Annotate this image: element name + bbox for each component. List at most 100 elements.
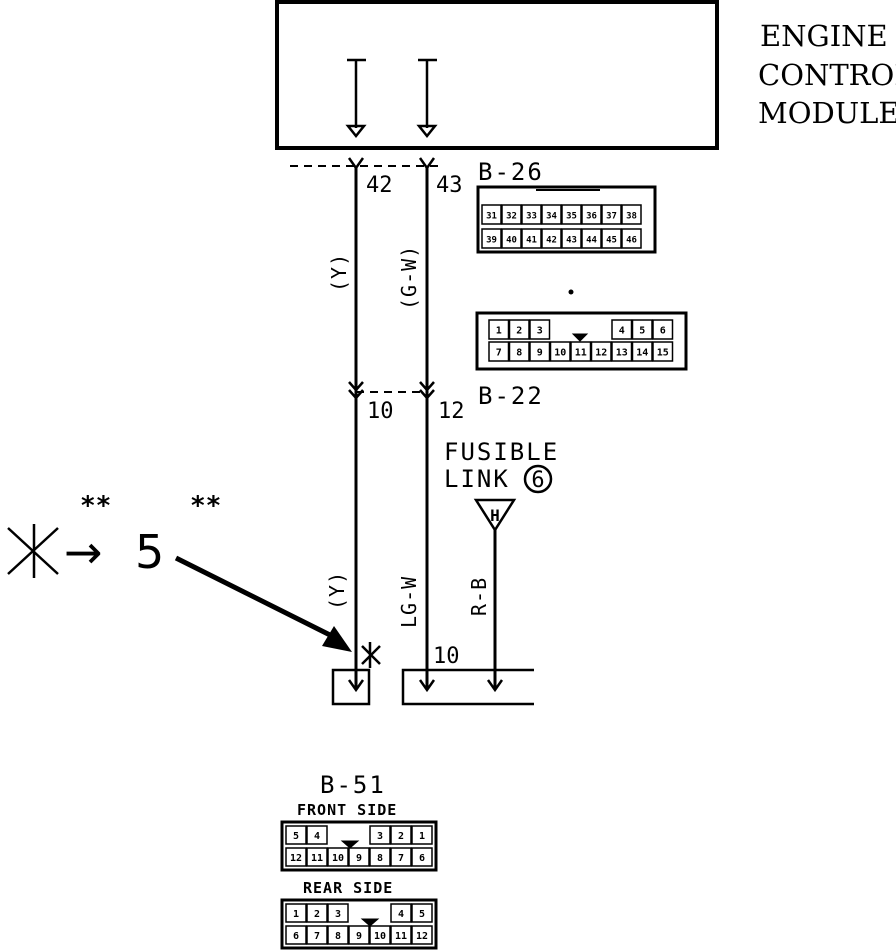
b26-pin-39: 39 bbox=[486, 236, 497, 246]
b26-cell-33 bbox=[521, 204, 542, 225]
b22-pin-5: 5 bbox=[639, 326, 645, 337]
b51-front-pin-10: 10 bbox=[332, 853, 344, 864]
wire-label-lower-right: LG-W bbox=[397, 576, 421, 628]
b22-cell-4 bbox=[611, 319, 633, 340]
b51-front-pin-6: 6 bbox=[419, 853, 425, 864]
b22-cell-6 bbox=[652, 319, 674, 340]
b26-cell-44 bbox=[581, 228, 602, 249]
b51-rear-cell-5 bbox=[411, 903, 433, 923]
fusible-link-line-1: FUSIBLE bbox=[444, 438, 559, 466]
b51-front-cell-12 bbox=[285, 847, 307, 867]
b51-rear-pin-12: 12 bbox=[416, 931, 428, 942]
b51-front-cell-1 bbox=[411, 825, 433, 845]
ecm-title-line-1: ENGINE bbox=[760, 19, 888, 53]
b22-cell-2 bbox=[508, 319, 530, 340]
b26-cell-39 bbox=[481, 228, 502, 249]
b51-rear-cell-12 bbox=[411, 925, 433, 945]
b51-label: B-51 bbox=[320, 771, 386, 799]
b22-pin-14: 14 bbox=[636, 348, 648, 359]
b51-rear-cell-3 bbox=[327, 903, 349, 923]
b51-front-pin-1: 1 bbox=[419, 831, 425, 842]
b51-front-cell-4 bbox=[306, 825, 328, 845]
b51-front-cell-11 bbox=[306, 847, 328, 867]
b51-rear-cell-8 bbox=[327, 925, 349, 945]
b22-cell-13 bbox=[611, 341, 633, 362]
b22-pin-10-chevron-top bbox=[348, 381, 364, 392]
ecm-title: ENGINE CONTROL MODULE bbox=[758, 19, 896, 130]
b51-rear-cell-9 bbox=[348, 925, 370, 945]
b22-pin-4: 4 bbox=[619, 326, 625, 337]
b51-rear-pin-2: 2 bbox=[314, 909, 320, 920]
b22-cell-14 bbox=[631, 341, 653, 362]
stray-dot bbox=[568, 289, 574, 295]
wire-label-fuse: R-B bbox=[467, 577, 491, 616]
junction-pin-r-b-arrow bbox=[486, 679, 504, 693]
b26-pin-42: 42 bbox=[546, 236, 557, 246]
b22-cell-11 bbox=[570, 341, 592, 362]
ecm-pin-43-label: 43 bbox=[436, 173, 463, 198]
b51-front-pin-5: 5 bbox=[293, 831, 299, 842]
svg-text:H: H bbox=[490, 506, 500, 525]
note-pointer-arrow bbox=[174, 555, 342, 643]
b51-front-cell-2 bbox=[390, 825, 412, 845]
b26-pin-40: 40 bbox=[506, 236, 517, 246]
note-stars-right: ** bbox=[190, 491, 221, 521]
change-marker-icon bbox=[361, 642, 381, 668]
b22-pin-3: 3 bbox=[537, 326, 543, 337]
bottom-pin-10-label: 10 bbox=[433, 644, 460, 669]
b51-front-pin-9: 9 bbox=[356, 853, 362, 864]
b26-cell-42 bbox=[541, 228, 562, 249]
b26-pin-31: 31 bbox=[486, 212, 497, 222]
b51-rear-cell-2 bbox=[306, 903, 328, 923]
b26-cell-36 bbox=[581, 204, 602, 225]
b22-pin-10-label: 10 bbox=[367, 399, 394, 424]
b22-pin-10-chevron-bottom bbox=[348, 389, 364, 400]
b22-pin-13: 13 bbox=[616, 348, 628, 359]
b26-cell-40 bbox=[501, 228, 522, 249]
b26-pin-38: 38 bbox=[626, 212, 637, 222]
b51-rear-cell-4 bbox=[390, 903, 412, 923]
note-arrow: → bbox=[64, 525, 103, 579]
note-stars-left: ** bbox=[80, 491, 111, 521]
ecm-internal-pin-42 bbox=[345, 58, 367, 139]
b51-front-cell-9 bbox=[348, 847, 370, 867]
b51-rear-pin-4: 4 bbox=[398, 909, 404, 920]
b51-rear-pin-7: 7 bbox=[314, 931, 320, 942]
b26-pin-41: 41 bbox=[526, 236, 537, 246]
b26-cell-35 bbox=[561, 204, 582, 225]
svg-text:6: 6 bbox=[531, 468, 544, 493]
b51-front-cell-10 bbox=[327, 847, 349, 867]
b22-cell-12 bbox=[590, 341, 612, 362]
b26-cell-45 bbox=[601, 228, 622, 249]
b51-front-cell-3 bbox=[369, 825, 391, 845]
ecm-title-line-3: MODULE bbox=[758, 96, 896, 130]
b51-rear-pin-6: 6 bbox=[293, 931, 299, 942]
b51-rear-pin-8: 8 bbox=[335, 931, 341, 942]
b22-pin-10: 10 bbox=[554, 348, 566, 359]
wire-label-upper-right: (G-W) bbox=[397, 245, 421, 310]
b26-cell-46 bbox=[621, 228, 642, 249]
b51-front-pin-11: 11 bbox=[311, 853, 323, 864]
note-value: 5 bbox=[135, 525, 164, 579]
b22-pin-1: 1 bbox=[496, 326, 502, 337]
b22-pin-12-chevron-bottom bbox=[419, 389, 435, 400]
b26-pin-43: 43 bbox=[566, 236, 577, 246]
b22-cell-5 bbox=[631, 319, 653, 340]
b51-front-pin-8: 8 bbox=[377, 853, 383, 864]
junction-pin-lg-w-arrow bbox=[418, 679, 436, 693]
b22-pin-11: 11 bbox=[575, 348, 587, 359]
b26-pin-37: 37 bbox=[606, 212, 617, 222]
b26-pin-35: 35 bbox=[566, 212, 577, 222]
wire-label-upper-left: (Y) bbox=[327, 253, 351, 292]
b26-cell-41 bbox=[521, 228, 542, 249]
b26-cell-37 bbox=[601, 204, 622, 225]
b51-front-pin-4: 4 bbox=[314, 831, 320, 842]
b51-front-pin-3: 3 bbox=[377, 831, 383, 842]
b22-cell-3 bbox=[529, 319, 551, 340]
ecm-box bbox=[275, 0, 719, 150]
b26-pin-33: 33 bbox=[526, 212, 537, 222]
